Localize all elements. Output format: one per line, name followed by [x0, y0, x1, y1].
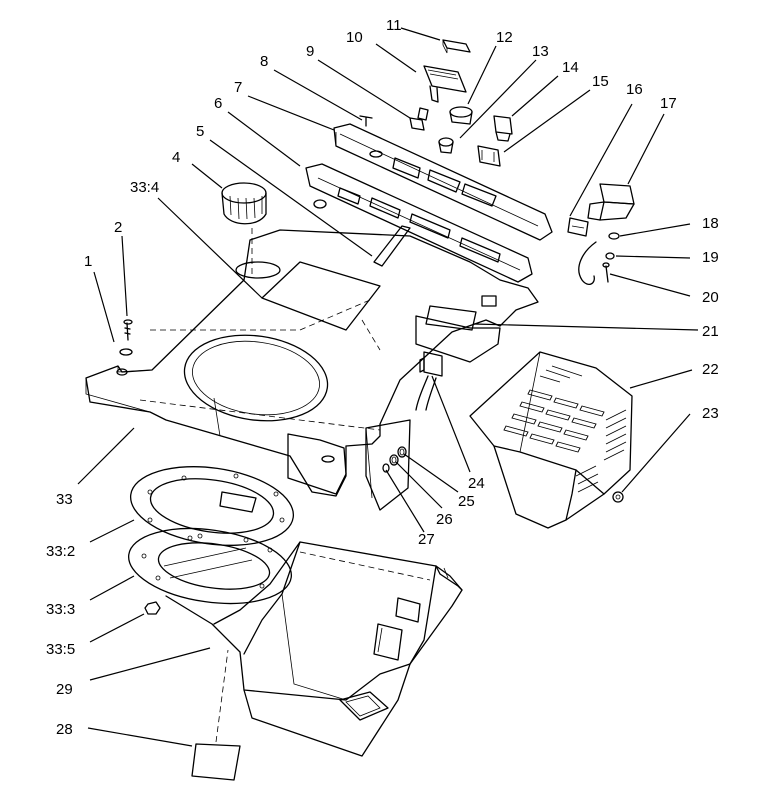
- label-19: 19: [702, 249, 719, 266]
- label-23: 23: [702, 405, 719, 422]
- part-9-plug: [409, 107, 429, 131]
- label-33-2: 33:2: [46, 543, 75, 560]
- part-24-connector: [415, 351, 443, 411]
- part-2-screw: [123, 319, 133, 341]
- label-33-4: 33:4: [130, 179, 159, 196]
- label-33-5: 33:5: [46, 641, 75, 658]
- callout-labels: 11 10 12 9 13 14 15 8 7 6 5 4 33:4 2 1 1…: [46, 17, 719, 738]
- part-23-nut: [612, 491, 624, 503]
- part-33-2-gasket: [129, 466, 295, 546]
- part-33-3-ring: [127, 527, 293, 605]
- part-33-main-housing: [85, 225, 539, 511]
- leader-lines: [77, 27, 699, 747]
- label-1: 1: [84, 253, 92, 270]
- part-33-5-nut: [144, 601, 161, 615]
- part-11-cap: [442, 39, 471, 54]
- part-17-cover: [587, 183, 635, 221]
- label-7: 7: [234, 79, 242, 96]
- part-22-grille-cover: [469, 351, 633, 529]
- label-20: 20: [702, 289, 719, 306]
- label-33: 33: [56, 491, 73, 508]
- part-6-panel-frame: [305, 163, 533, 283]
- label-27: 27: [418, 531, 435, 548]
- label-18: 18: [702, 215, 719, 232]
- part-19-nut: [605, 252, 615, 260]
- part-4-fuel-cap: [221, 182, 267, 276]
- label-26: 26: [436, 511, 453, 528]
- label-29: 29: [56, 681, 73, 698]
- tether-wire: [578, 241, 597, 285]
- label-8: 8: [260, 53, 268, 70]
- part-27-grommet: [382, 463, 390, 473]
- label-5: 5: [196, 123, 204, 140]
- label-14: 14: [562, 59, 579, 76]
- part-29-lower-housing: [165, 541, 463, 757]
- label-16: 16: [626, 81, 643, 98]
- label-11: 11: [386, 17, 402, 34]
- label-33-3: 33:3: [46, 601, 75, 618]
- part-1-washer: [119, 348, 133, 356]
- part-13-knob: [438, 137, 454, 154]
- label-13: 13: [532, 43, 549, 60]
- label-24: 24: [468, 475, 485, 492]
- part-10-switch: [423, 65, 467, 103]
- label-25: 25: [458, 493, 475, 510]
- part-16-key: [567, 217, 589, 237]
- label-21: 21: [702, 323, 719, 340]
- label-6: 6: [214, 95, 222, 112]
- part-25-grommet: [397, 446, 407, 458]
- label-17: 17: [660, 95, 677, 112]
- part-26-grommet: [389, 454, 399, 466]
- part-15-rocker: [477, 145, 501, 167]
- part-14-toggle: [493, 115, 513, 142]
- part-12-knob: [449, 106, 473, 125]
- part-21-bracket: [425, 305, 477, 331]
- part-18-washer: [608, 232, 620, 240]
- label-22: 22: [702, 361, 719, 378]
- part-28-pad: [191, 649, 241, 781]
- label-2: 2: [114, 219, 122, 236]
- label-9: 9: [306, 43, 314, 60]
- label-12: 12: [496, 29, 513, 46]
- part-8-screw: [359, 115, 373, 127]
- label-4: 4: [172, 149, 180, 166]
- label-15: 15: [592, 73, 609, 90]
- part-7-control-panel: [333, 123, 553, 241]
- label-10: 10: [346, 29, 363, 46]
- part-20-screw: [602, 262, 610, 283]
- label-28: 28: [56, 721, 73, 738]
